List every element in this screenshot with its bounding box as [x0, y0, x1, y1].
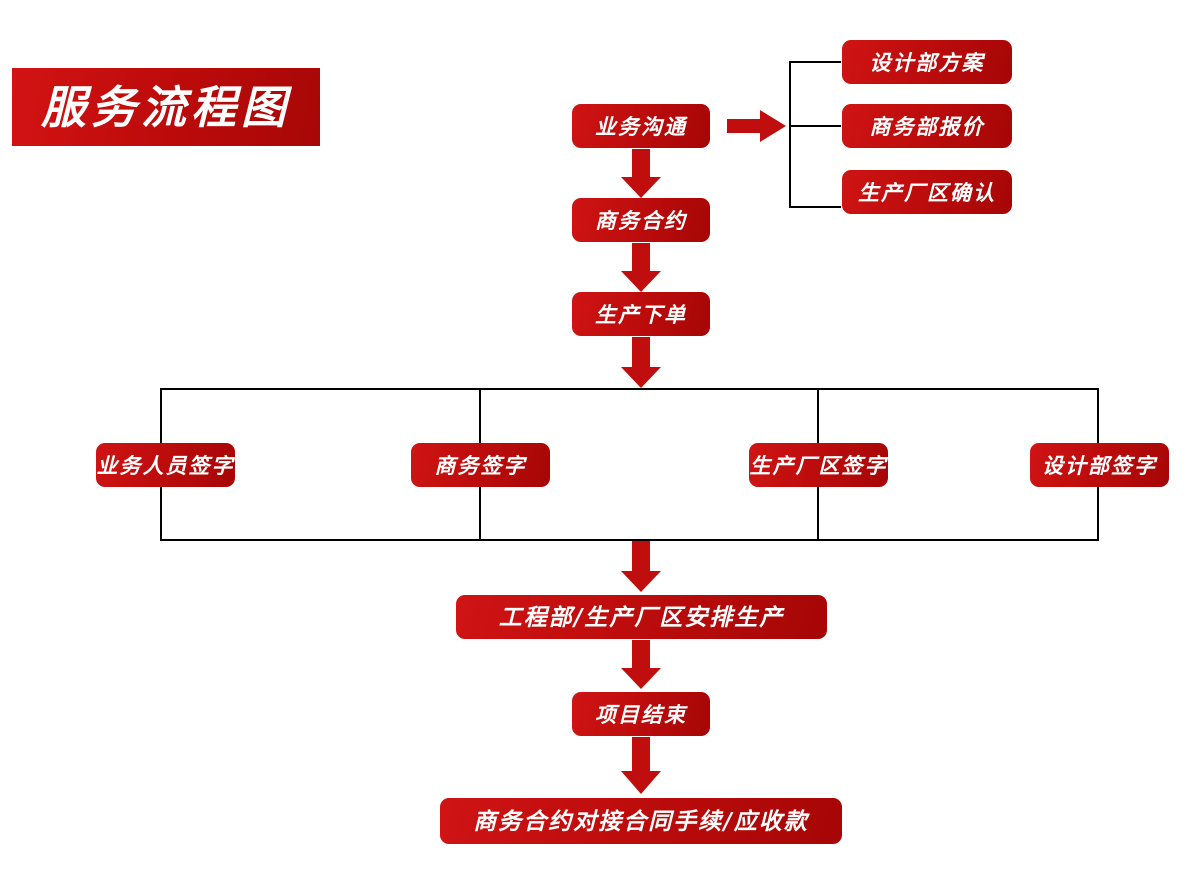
node-business-contract-label: 商务合约: [595, 207, 687, 233]
arrow-down-project-end-to-settlement: [621, 737, 661, 794]
node-business-quote[interactable]: 商务部报价: [842, 104, 1012, 148]
top-bracket-spine: [789, 61, 791, 207]
node-design-plan-label: 设计部方案: [869, 49, 985, 75]
signature-drop-top-business: [479, 388, 481, 443]
page-title: 服务流程图: [40, 80, 291, 134]
arrow-down-arrange-to-project-end: [621, 640, 661, 689]
node-project-end[interactable]: 项目结束: [572, 692, 710, 736]
node-design-signature[interactable]: 设计部签字: [1030, 443, 1169, 487]
arrow-down-contract-to-order: [621, 243, 661, 292]
signature-drop-bottom-business: [479, 487, 481, 541]
arrow-down-communication-to-contract: [621, 149, 661, 198]
node-business-contract[interactable]: 商务合约: [572, 198, 710, 242]
node-production-order[interactable]: 生产下单: [572, 292, 710, 336]
arrow-right-to-bracket: [727, 110, 786, 142]
signature-drop-top-plant: [817, 388, 819, 443]
node-production-order-label: 生产下单: [595, 301, 687, 327]
node-sales-signature-label: 业务人员签字: [96, 452, 235, 478]
top-bracket-stub-plant: [789, 206, 841, 208]
top-bracket-stub-quote: [789, 125, 841, 127]
node-project-end-label: 项目结束: [595, 701, 687, 727]
signature-drop-bottom-plant: [817, 487, 819, 541]
signature-drop-bottom-sales: [160, 487, 162, 541]
signature-rail-bottom: [160, 539, 1099, 541]
signature-drop-bottom-design: [1097, 487, 1099, 541]
signature-drop-top-sales: [160, 388, 162, 443]
node-business-quote-label: 商务部报价: [869, 113, 985, 139]
node-business-signature[interactable]: 商务签字: [411, 443, 550, 487]
arrow-down-rail-to-arrange-production: [621, 541, 661, 592]
top-bracket-stub-design: [789, 61, 841, 63]
node-plant-signature[interactable]: 生产厂区签字: [749, 443, 888, 487]
node-arrange-production-label: 工程部/生产厂区安排生产: [498, 603, 785, 631]
node-business-communication-label: 业务沟通: [595, 113, 687, 139]
arrow-down-order-to-signature-rail: [621, 337, 661, 388]
node-design-plan[interactable]: 设计部方案: [842, 40, 1012, 84]
diagram-title-banner: 服务流程图: [12, 68, 320, 146]
node-arrange-production[interactable]: 工程部/生产厂区安排生产: [456, 595, 827, 639]
node-plant-confirm-label: 生产厂区确认: [858, 179, 996, 205]
node-sales-signature[interactable]: 业务人员签字: [96, 443, 235, 487]
signature-rail-top: [160, 388, 1099, 390]
node-contract-settlement-label: 商务合约对接合同手续/应收款: [473, 807, 809, 835]
node-plant-confirm[interactable]: 生产厂区确认: [842, 170, 1012, 214]
node-design-signature-label: 设计部签字: [1042, 452, 1157, 478]
signature-drop-top-design: [1097, 388, 1099, 443]
node-contract-settlement[interactable]: 商务合约对接合同手续/应收款: [440, 798, 842, 844]
node-business-signature-label: 商务签字: [434, 452, 527, 478]
node-plant-signature-label: 生产厂区签字: [749, 452, 888, 478]
node-business-communication[interactable]: 业务沟通: [572, 104, 710, 148]
